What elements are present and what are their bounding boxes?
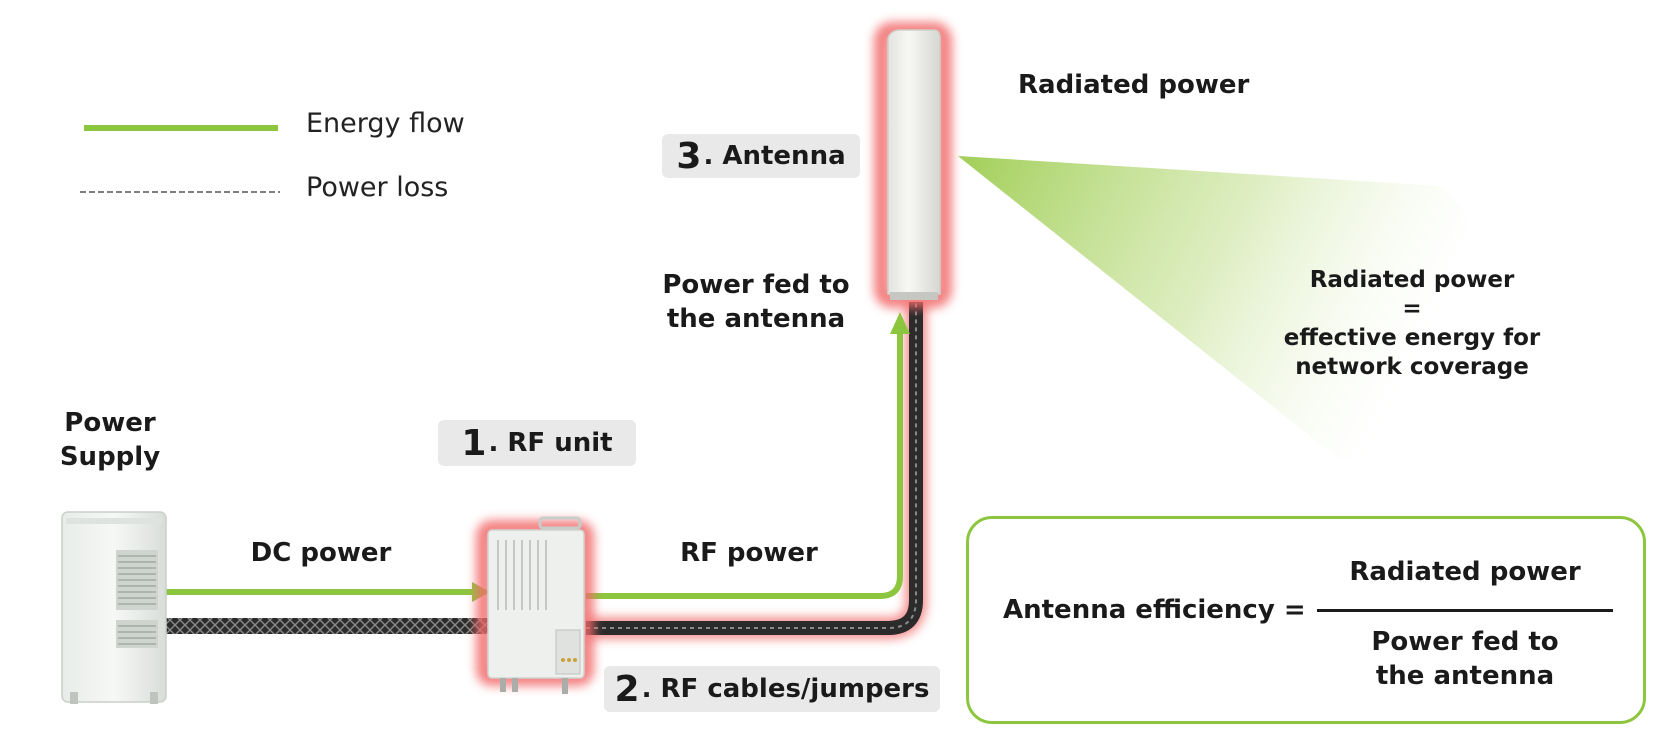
beam-text: Radiated power = effective energy for ne… — [1262, 266, 1562, 382]
tag-rf-cables-label: . RF cables/jumpers — [641, 674, 930, 704]
tag-rf-cables: 2. RF cables/jumpers — [604, 666, 940, 712]
legend-power-loss-label: Power loss — [306, 172, 449, 203]
radiated-power-title: Radiated power — [1018, 70, 1250, 100]
power-supply-line1: Power — [64, 408, 156, 438]
dc-power-arrow — [163, 582, 490, 602]
tag-rf-unit: 1. RF unit — [438, 420, 636, 466]
power-fed-line2: the antenna — [666, 304, 846, 334]
formula-denominator-line2: the antenna — [1375, 661, 1555, 691]
rf-power-arrow — [586, 312, 910, 599]
formula-lhs: Antenna efficiency = — [1003, 595, 1306, 625]
beam-text-line4: network coverage — [1295, 354, 1529, 380]
tag-antenna: 3. Antenna — [662, 134, 860, 178]
legend-energy-flow-label: Energy flow — [306, 108, 465, 139]
antenna-efficiency-formula: Antenna efficiency = Radiated power Powe… — [966, 516, 1646, 724]
dc-power-label: DC power — [250, 538, 392, 568]
rf-power-label: RF power — [680, 538, 818, 568]
tag-rf-unit-number: 1 — [461, 422, 487, 464]
power-supply-line2: Supply — [59, 442, 161, 472]
radiation-beam — [958, 156, 1477, 461]
rf-cable — [586, 302, 923, 635]
power-supply-label: Power Supply — [48, 406, 172, 474]
tag-rf-unit-label: . RF unit — [488, 428, 613, 458]
beam-text-line2: = — [1402, 296, 1422, 322]
cable-loss-glow — [586, 300, 927, 639]
power-fed-line1: Power fed to — [662, 270, 850, 300]
rf-unit-device — [476, 516, 594, 694]
formula-numerator: Radiated power — [1349, 557, 1581, 587]
formula-denominator: Power fed to the antenna — [1319, 625, 1611, 693]
beam-text-line1: Radiated power — [1309, 267, 1515, 293]
tag-antenna-number: 3 — [676, 135, 702, 177]
power-supply-cabinet — [61, 511, 167, 704]
dc-cable — [165, 618, 489, 634]
beam-text-line3: effective energy for — [1283, 325, 1541, 351]
tag-antenna-label: . Antenna — [703, 141, 846, 171]
formula-denominator-line1: Power fed to — [1371, 627, 1559, 657]
tag-rf-cables-number: 2 — [614, 668, 640, 710]
fraction-bar — [1317, 609, 1613, 612]
power-fed-label: Power fed to the antenna — [636, 268, 876, 336]
antenna-device — [874, 22, 952, 308]
